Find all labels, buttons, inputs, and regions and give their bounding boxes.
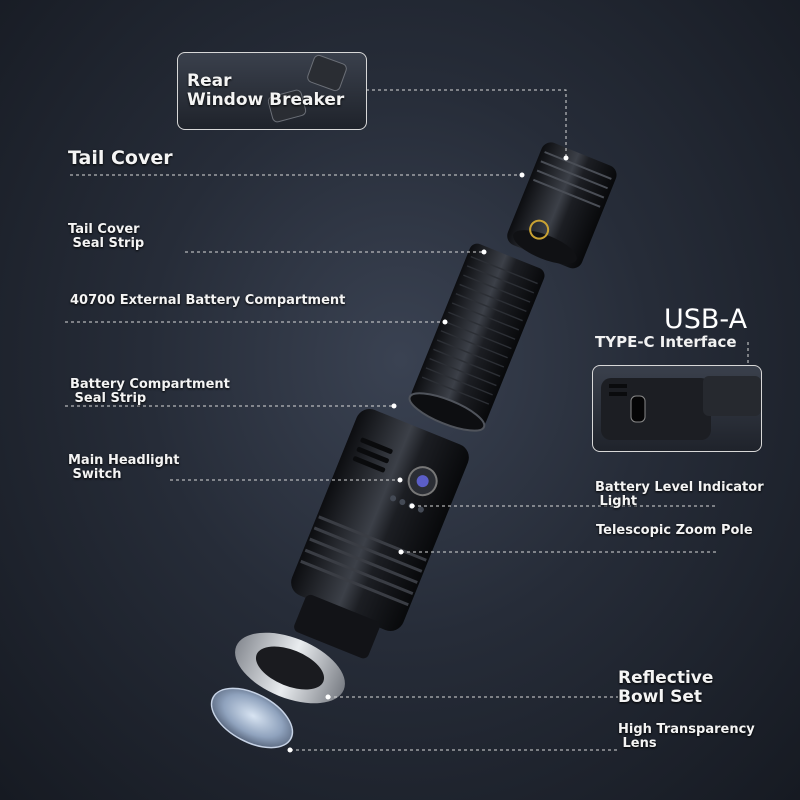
type-c-inset (592, 365, 762, 452)
tail-cover-label: Tail Cover (68, 147, 173, 169)
tail-cover-part (507, 142, 617, 269)
window-breaker-image (267, 54, 347, 123)
telescopic-zoom-pole-label: Telescopic Zoom Pole (596, 523, 753, 538)
tail-cover-seal-strip-label: Tail Cover Seal Strip (68, 222, 145, 251)
leader-lines (65, 89, 749, 751)
usb-a-label: USB-A (664, 304, 748, 335)
reflective-bowl-set-label: Reflective Bowl Set (618, 668, 714, 707)
lens-part (210, 687, 294, 749)
head-body-part (291, 409, 469, 659)
battery-level-indicator-label: Battery Level Indicator Light (595, 480, 764, 509)
rear-window-breaker-inset (177, 52, 367, 130)
leader-dots (287, 155, 569, 753)
main-headlight-switch-label: Main Headlight Switch (68, 453, 180, 482)
battery-compartment-part (408, 243, 545, 432)
type-c-port-image (601, 376, 761, 440)
battery-compartment-seal-strip-label: Battery Compartment Seal Strip (70, 377, 230, 406)
reflective-bowl-part (235, 632, 345, 704)
rear-window-breaker-label: Rear Window Breaker (187, 71, 345, 110)
battery-compartment-label: 40700 External Battery Compartment (70, 293, 346, 308)
high-transparency-lens-label: High Transparency Lens (618, 722, 755, 751)
type-c-interface-label: TYPE-C Interface (595, 333, 737, 351)
